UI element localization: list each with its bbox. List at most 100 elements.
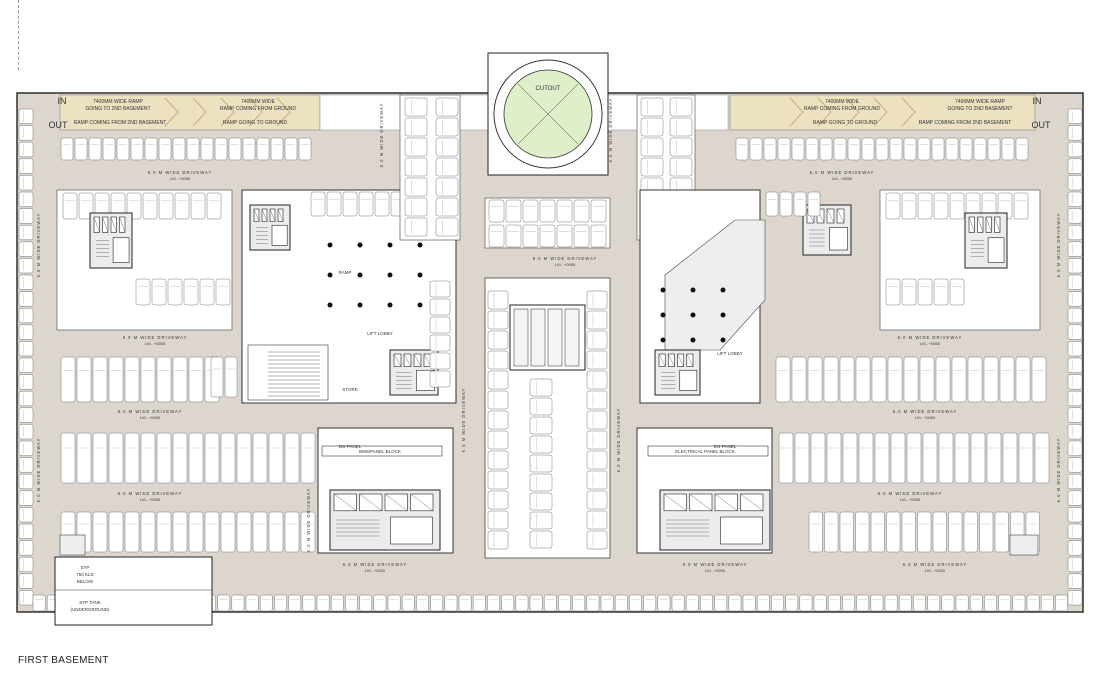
parking-stall	[18, 274, 34, 290]
parking-stall	[669, 137, 693, 157]
room-label: BMS/PANEL BLOCK	[359, 449, 401, 454]
parking-stall	[300, 432, 316, 484]
block-parking-row	[765, 191, 821, 217]
lift-cross	[119, 216, 126, 233]
parking-stall	[823, 356, 839, 403]
parking-stall	[18, 556, 34, 573]
level-label: LVL. +0000	[365, 568, 386, 573]
parking-stall	[1026, 594, 1040, 612]
parking-stall	[387, 594, 401, 612]
room-label: DG PANEL	[339, 444, 362, 449]
parking-stall	[586, 310, 608, 330]
entry-in-label: IN	[1033, 96, 1042, 106]
parking-stall	[188, 432, 204, 484]
parking-stall	[1031, 356, 1047, 403]
parking-stall	[1055, 594, 1068, 612]
parking-stall	[805, 137, 819, 161]
parking-stall	[18, 108, 34, 124]
stp-label: (UNDERGROUND)	[71, 607, 110, 612]
parking-stall	[970, 432, 986, 484]
parking-stall	[60, 137, 74, 161]
parking-stall	[18, 191, 34, 207]
parking-stall	[987, 137, 1001, 161]
driveway-label: 6.0 M WIDE DRIVEWAY	[36, 438, 41, 503]
parking-stall	[870, 511, 885, 553]
parking-stall	[487, 390, 509, 410]
parking-stall	[808, 511, 823, 553]
driveway-label: 6.0 M WIDE DRIVEWAY	[616, 408, 621, 473]
parking-stall	[487, 450, 509, 470]
north-parking-row	[735, 137, 1029, 161]
parking-stall	[487, 310, 509, 330]
cutout-diag	[517, 83, 579, 145]
parking-stall	[142, 192, 158, 220]
ramp-arrow	[845, 97, 860, 127]
parking-stall	[1067, 523, 1083, 539]
plan-label: 7400MM WIDE RAMP	[93, 99, 143, 105]
stair-core	[59, 534, 86, 556]
ramp-arrow	[789, 97, 804, 127]
parking-stall	[435, 97, 459, 117]
lift-cross	[413, 353, 422, 367]
parking-stall	[167, 278, 183, 306]
parking-stall	[1067, 108, 1083, 124]
parking-stall	[826, 432, 842, 484]
column	[417, 242, 423, 248]
room-label: LIFT LOBBY	[717, 351, 742, 356]
parking-stall	[374, 191, 390, 217]
parking-stall	[779, 191, 793, 217]
driveway-label: 6.0 M WIDE DRIVEWAY	[461, 388, 466, 453]
parking-stall	[404, 117, 428, 137]
parking-stall	[1067, 556, 1083, 573]
parking-stall	[74, 137, 88, 161]
driveway-label: 6.0 M WIDE DRIVEWAY	[118, 491, 183, 496]
lift-cross	[261, 208, 268, 222]
service-core-north-right	[802, 204, 852, 256]
parking-stall	[903, 137, 917, 161]
parking-stall	[404, 177, 428, 197]
parking-stall	[220, 511, 236, 553]
level-label: LVL. +0000	[170, 176, 191, 181]
parking-stall	[586, 290, 608, 310]
parking-double-row	[778, 432, 1050, 484]
parking-stall	[435, 117, 459, 137]
service-core-south-right	[659, 489, 771, 551]
parking-stall	[890, 432, 906, 484]
parking-stall	[945, 137, 959, 161]
ramp-arrow	[192, 97, 207, 127]
parking-stall	[116, 137, 130, 161]
parking-stall	[986, 432, 1002, 484]
parking-stall	[1067, 407, 1083, 423]
parking-stall	[358, 191, 374, 217]
plan-title: FIRST BASEMENT	[18, 655, 109, 666]
parking-stall	[18, 590, 34, 606]
lift-cross	[985, 216, 992, 233]
parking-stall	[135, 278, 151, 306]
parking-stall	[124, 432, 140, 484]
parking-stall	[245, 594, 259, 612]
column	[690, 337, 696, 343]
parking-stall	[199, 278, 215, 306]
parking-stall	[18, 324, 34, 340]
parking-stall	[60, 432, 76, 484]
parking-stall	[172, 511, 188, 553]
parking-stall	[92, 356, 108, 403]
parking-stall	[342, 191, 358, 217]
parking-stall	[190, 192, 206, 220]
driveway-label: 6.0 M WIDE DRIVEWAY	[379, 103, 384, 168]
parking-stall	[172, 432, 188, 484]
parking-stall	[763, 137, 777, 161]
lift-cross	[333, 493, 357, 511]
parking-stall	[18, 523, 34, 539]
ramp-arrow	[817, 97, 832, 127]
parking-stall	[919, 356, 935, 403]
panel-room	[647, 445, 769, 457]
parking-stall	[586, 350, 608, 370]
parking-stall	[827, 594, 841, 612]
parking-stall	[18, 457, 34, 473]
parking-stall	[404, 157, 428, 177]
parking-stall	[901, 511, 916, 553]
parking-stall	[735, 137, 749, 161]
parking-stall	[228, 137, 242, 161]
parking-stall	[983, 356, 999, 403]
